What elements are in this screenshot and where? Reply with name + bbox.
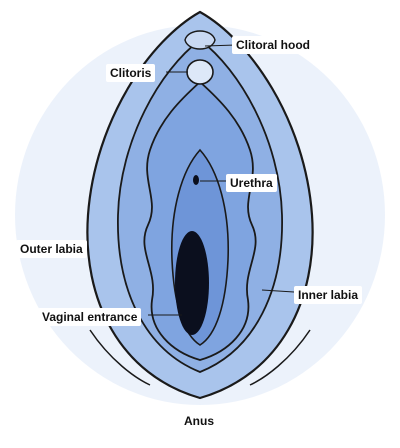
- vaginal-opening-shape: [175, 231, 209, 335]
- bottom-contour-left: [89, 329, 151, 386]
- clitoris-shape: [186, 59, 214, 85]
- urethra-shape: [193, 175, 199, 185]
- label-anus: Anus: [184, 414, 214, 428]
- inner-labia-pointer: [261, 289, 295, 293]
- label-clitoris: Clitoris: [106, 64, 156, 82]
- label-outer-labia: Outer labia: [16, 240, 87, 258]
- label-clitoral-hood: Clitoral hood: [232, 36, 314, 54]
- label-vaginal-entrance: Vaginal entrance: [38, 308, 142, 326]
- label-urethra: Urethra: [226, 174, 277, 192]
- label-inner-labia: Inner labia: [294, 286, 363, 304]
- hood-pointer: [204, 44, 237, 47]
- clitoral-hood-shape: [184, 30, 216, 50]
- bottom-contour-right: [249, 329, 311, 386]
